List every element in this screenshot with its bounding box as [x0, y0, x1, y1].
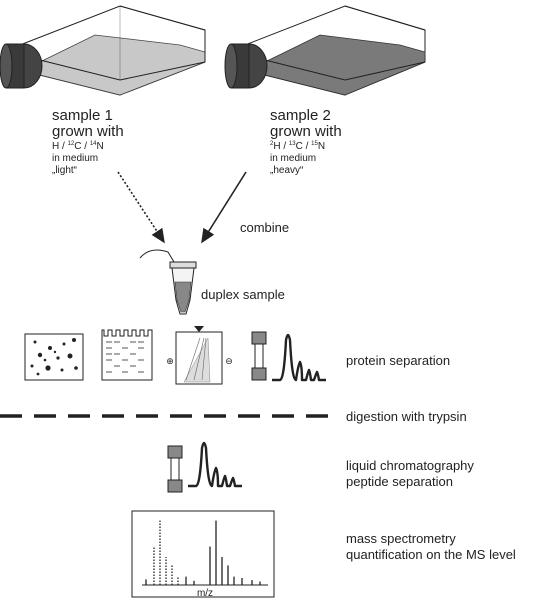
duplex-sample-label: duplex sample — [201, 287, 285, 302]
sample2-medium: in medium — [270, 153, 317, 164]
2d-gel-icon — [24, 333, 84, 381]
gel-electrophoresis-icon — [175, 326, 223, 385]
sample1-medium: in medium — [52, 153, 99, 164]
mass-spectrum-frame — [131, 510, 275, 598]
sample1-title: sample 1 — [52, 107, 113, 124]
spectrum-peaks — [145, 520, 261, 585]
culture-flask-heavy — [224, 5, 426, 96]
arrow-heavy-solid — [201, 171, 247, 244]
combine-label: combine — [240, 220, 290, 235]
sample2-title: sample 2 — [270, 107, 331, 124]
chromatogram-icon — [272, 333, 326, 382]
digestion-label: digestion with trypsin — [346, 409, 467, 424]
1d-gel-icon — [101, 329, 153, 381]
spectrum-axis-label: m/z — [197, 588, 213, 599]
sample2-grown: grown with — [270, 123, 342, 140]
tube-icon — [139, 249, 197, 315]
sample1-medium-label: „light“ — [52, 165, 78, 176]
electrode-plus-icon: ⊕ — [166, 357, 174, 367]
sample1-isotopes: H / 12C / 14N — [52, 141, 104, 152]
sample1-grown: grown with — [52, 123, 124, 140]
lc-chromatogram-icon — [188, 441, 242, 488]
culture-flask-light — [0, 5, 206, 96]
heavy-medium — [264, 34, 426, 96]
ms-label-line1: mass spectrometry — [346, 531, 456, 546]
lc-column-icon — [167, 445, 183, 493]
lc-label-line1: liquid chromatography — [346, 458, 474, 473]
sample2-medium-label: „heavy“ — [270, 165, 304, 176]
lc-label-line2: peptide separation — [346, 474, 453, 489]
column-icon — [251, 331, 267, 381]
protein-separation-label: protein separation — [346, 353, 451, 368]
electrode-minus-icon: ⊖ — [225, 357, 233, 367]
arrow-light-dotted — [117, 171, 165, 244]
sample2-isotopes: 2H / 13C / 15N — [270, 141, 326, 152]
ms-label-line2: quantification on the MS level — [346, 547, 516, 562]
